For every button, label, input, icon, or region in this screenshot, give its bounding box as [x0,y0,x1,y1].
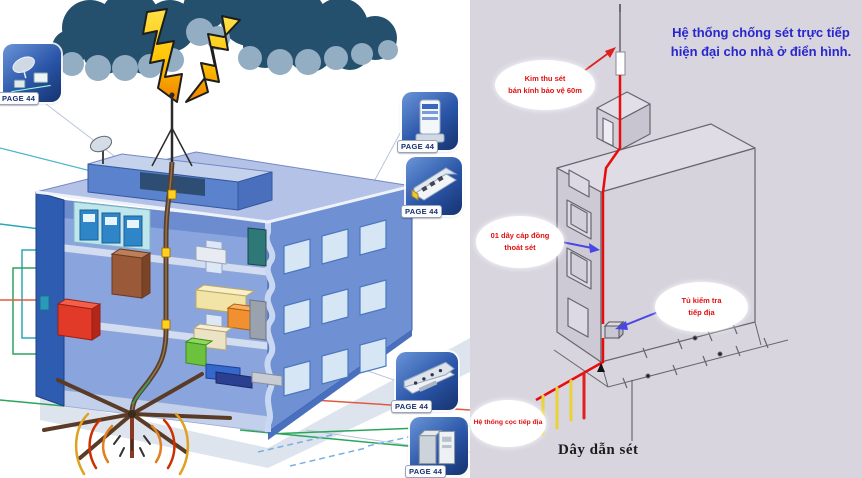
diagram-title-line2: hiện đại cho nhà ở điển hình. [670,43,852,59]
down-cable-arrow-icon [561,241,600,253]
roof-bulkhead [596,91,651,151]
torn-wall-edge [263,222,276,432]
ground-rods-label-line1: Hệ thống cọc tiếp địa [473,419,543,427]
page-badge[interactable]: PAGE 44 [397,140,439,153]
down-cable-label: 01 dây cáp đồng thoát sét [476,216,564,268]
page-badge[interactable]: PAGE 44 [391,400,433,413]
air-terminal-label: Kim thu sét bán kính bảo vệ 60m [495,60,595,110]
building-cutaway-art [0,0,470,476]
ese-air-terminal [615,51,626,76]
diagram-title: Hệ thống chống sét trực tiếp hiện đại ch… [662,24,860,62]
down-cable-label-line2: thoát sét [504,243,536,252]
terminal-block-art [403,361,455,395]
surge-arrester-icon[interactable]: PAGE 44 [397,92,458,153]
building-system-illustration-panel: PAGE 44 PAGE 44 PAGE 44 [0,0,470,478]
equipment-cabinets-art [418,429,456,465]
inspection-box-label-line1: Tủ kiểm tra [681,296,722,305]
down-conductor-caption: Dây dẫn sét [558,442,639,458]
inspection-box-label-line2: tiếp địa [688,308,715,317]
ground-electrode [42,372,232,476]
lightning-rod-mast [615,4,626,76]
ground-rods-label: Hệ thống cọc tiếp địa [470,400,546,447]
ground-plane [40,338,470,468]
interior-equipment [56,201,283,389]
air-terminal-label-line2: bán kính bảo vệ 60m [508,86,582,95]
ground-rods [541,371,586,436]
down-cable-label-line1: 01 dây cáp đồng [490,231,550,240]
inspection-box-label: Tủ kiểm tra tiếp địa [655,282,748,332]
terminal-block-icon[interactable]: PAGE 44 [391,352,458,413]
power-strip-icon[interactable]: PAGE 44 [401,157,462,218]
lightning-protection-diagram-panel: Hệ thống chống sét trực tiếp hiện đại ch… [470,0,862,478]
base-arrow-icon [597,363,605,372]
equipment-cabinets-icon[interactable]: PAGE 44 [405,417,468,478]
page-badge[interactable]: PAGE 44 [401,205,443,218]
rooftop-penthouse [87,153,273,211]
building-cutaway [35,92,413,440]
page-badge[interactable]: PAGE 44 [0,92,40,105]
server-racks [79,209,143,247]
satellite-equipment-icon[interactable]: PAGE 44 [0,44,61,105]
dissipation-arcs [74,412,190,476]
facade-windows [283,219,387,397]
power-strip-art [411,167,458,201]
antenna-mast [151,92,193,167]
satellite-equipment-art [11,56,51,93]
satellite-dish-icon [89,135,113,164]
diagram-title-line1: Hệ thống chống sét trực tiếp [672,25,850,40]
air-terminal-label-line1: Kim thu sét [524,74,566,83]
down-conductor-cable [129,161,177,413]
windows [566,169,592,338]
ground-ring [553,321,789,389]
earth-inspection-box [603,320,625,340]
lightning-bolt-icon [142,8,241,103]
page-badge[interactable]: PAGE 44 [405,465,447,478]
